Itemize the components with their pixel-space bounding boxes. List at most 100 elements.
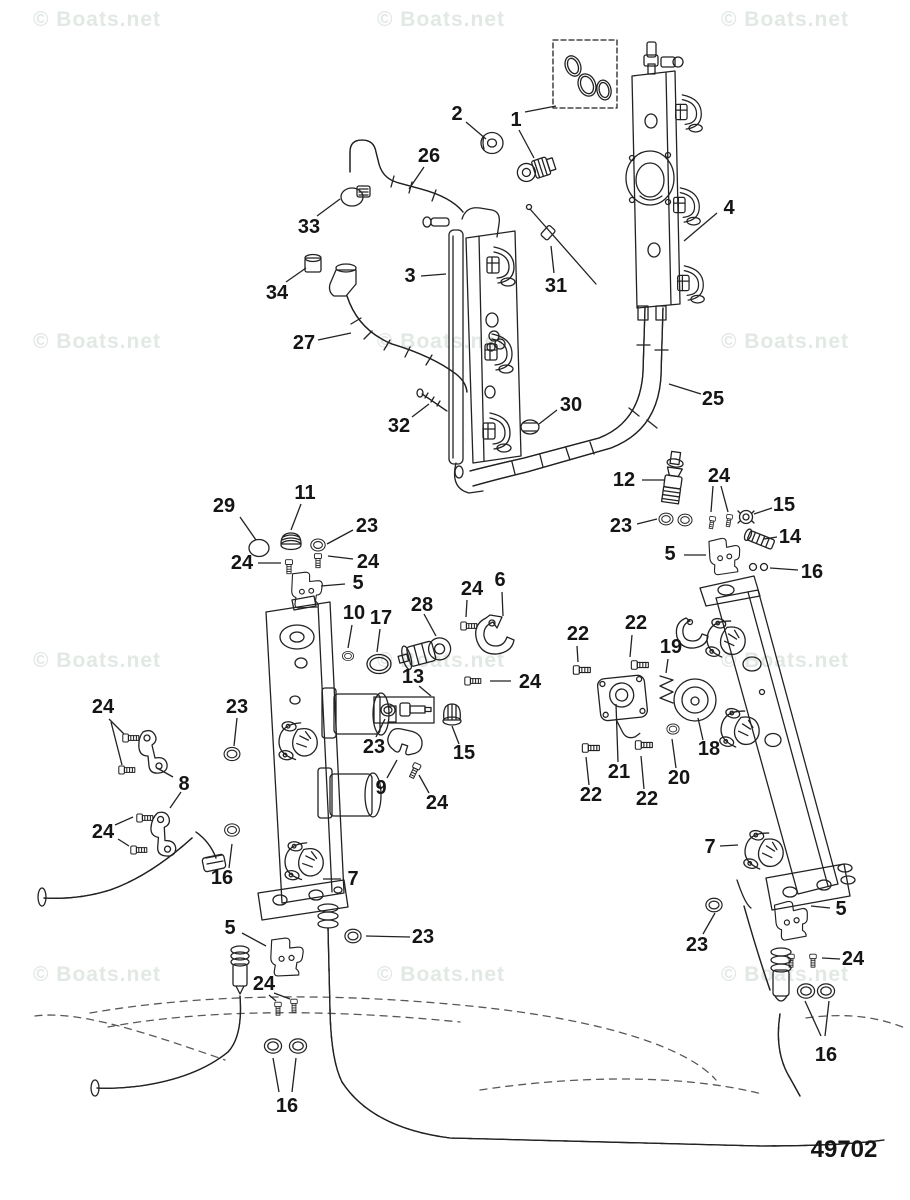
diaphragm-18: [673, 678, 717, 722]
callout-label-24: 24: [460, 578, 484, 600]
watermark: © Boats.net: [33, 330, 161, 353]
fuel-rail-3: [422, 207, 522, 494]
watermark: © Boats.net: [33, 8, 161, 31]
leader-line: [285, 267, 307, 283]
leader-line: [629, 634, 633, 658]
callout-label-24: 24: [841, 948, 865, 970]
leader-line: [317, 332, 352, 341]
hose-clamp-33: [340, 185, 371, 207]
cap-11: [280, 532, 302, 551]
braided-hose-right: [777, 1013, 801, 1097]
leader-line: [524, 105, 557, 113]
callout-label-8: 8: [178, 773, 190, 795]
leader-line: [465, 599, 468, 618]
leader-line: [640, 755, 645, 790]
callout-label-2: 2: [451, 103, 463, 125]
callout-label-23: 23: [225, 696, 249, 718]
leader-line: [411, 403, 430, 418]
callout-label-22: 22: [566, 623, 590, 645]
callout-label-21: 21: [607, 761, 631, 783]
callout-label-24: 24: [707, 465, 731, 487]
leader-line: [327, 555, 354, 560]
leader-line: [272, 1057, 280, 1093]
leader-line: [702, 912, 716, 935]
leader-line: [763, 536, 778, 540]
callout-label-24: 24: [230, 552, 254, 574]
leader-line: [636, 518, 658, 525]
leader-line: [501, 591, 504, 617]
cover-plate-21: [596, 674, 649, 739]
leader-line: [273, 992, 291, 1000]
leader-line: [518, 129, 535, 159]
hidden-hose-lines: [34, 996, 906, 1095]
callout-label-4: 4: [723, 197, 735, 219]
leader-line: [290, 503, 302, 531]
elbow-fitting-left: [195, 831, 227, 873]
hose-26: [349, 139, 464, 213]
fitting-14: [743, 528, 775, 550]
seal-kit-box: [552, 39, 618, 109]
callout-label-24: 24: [91, 696, 115, 718]
leader-line: [810, 905, 831, 909]
callout-label-5: 5: [664, 543, 676, 565]
leader-line: [418, 774, 430, 794]
callout-label-24: 24: [356, 551, 380, 573]
watermark: © Boats.net: [33, 649, 161, 672]
leader-line: [615, 703, 619, 763]
leader-line: [376, 628, 381, 653]
poppet-fitting-left: [230, 945, 250, 995]
fitting-12: [660, 450, 684, 505]
watermark: © Boats.net: [721, 963, 849, 986]
leader-line: [418, 685, 432, 697]
watermark: © Boats.net: [721, 330, 849, 353]
leader-line: [710, 485, 714, 513]
leader-line: [156, 767, 174, 778]
leader-line: [233, 717, 238, 747]
leader-line: [465, 121, 487, 140]
callout-label-32: 32: [387, 415, 411, 437]
nut-15: [737, 509, 755, 525]
hose-25: [469, 307, 669, 487]
callout-label-7: 7: [704, 836, 716, 858]
leader-line: [719, 844, 739, 847]
watermark: © Boats.net: [377, 8, 505, 31]
watermark: © Boats.net: [721, 8, 849, 31]
callout-label-16: 16: [800, 561, 824, 583]
callout-label-3: 3: [404, 265, 416, 287]
plug-30: [520, 419, 540, 435]
callout-label-1: 1: [510, 109, 522, 131]
callout-label-19: 19: [659, 636, 683, 658]
callout-label-16: 16: [210, 867, 234, 889]
callout-label-23: 23: [609, 515, 633, 537]
callout-label-5: 5: [224, 917, 236, 939]
callout-label-9: 9: [375, 777, 387, 799]
callout-label-16: 16: [814, 1044, 838, 1066]
leader-line: [375, 718, 386, 738]
tube-bottom-left: [90, 995, 242, 1097]
leader-line: [665, 658, 669, 674]
leader-line: [576, 645, 579, 663]
clamp-6: [475, 614, 515, 655]
callout-label-10: 10: [342, 602, 366, 624]
watermark: © Boats.net: [377, 330, 505, 353]
callout-label-24: 24: [252, 973, 276, 995]
spring-19: [659, 675, 674, 704]
leader-line: [423, 613, 437, 637]
callout-label-23: 23: [411, 926, 435, 948]
leader-line: [420, 273, 447, 277]
callout-label-26: 26: [417, 145, 441, 167]
callout-label-15: 15: [772, 494, 796, 516]
leader-line: [821, 957, 841, 960]
fork-9: [387, 727, 423, 756]
leader-line: [824, 1000, 830, 1037]
leader-line: [239, 516, 257, 541]
leader-line: [110, 721, 123, 766]
callout-label-5: 5: [352, 572, 364, 594]
fitting-1: [516, 156, 557, 183]
cable-tie-31: [525, 203, 597, 285]
clamp-top-right: [675, 617, 709, 649]
callout-label-24: 24: [425, 792, 449, 814]
leader-line: [671, 738, 677, 769]
